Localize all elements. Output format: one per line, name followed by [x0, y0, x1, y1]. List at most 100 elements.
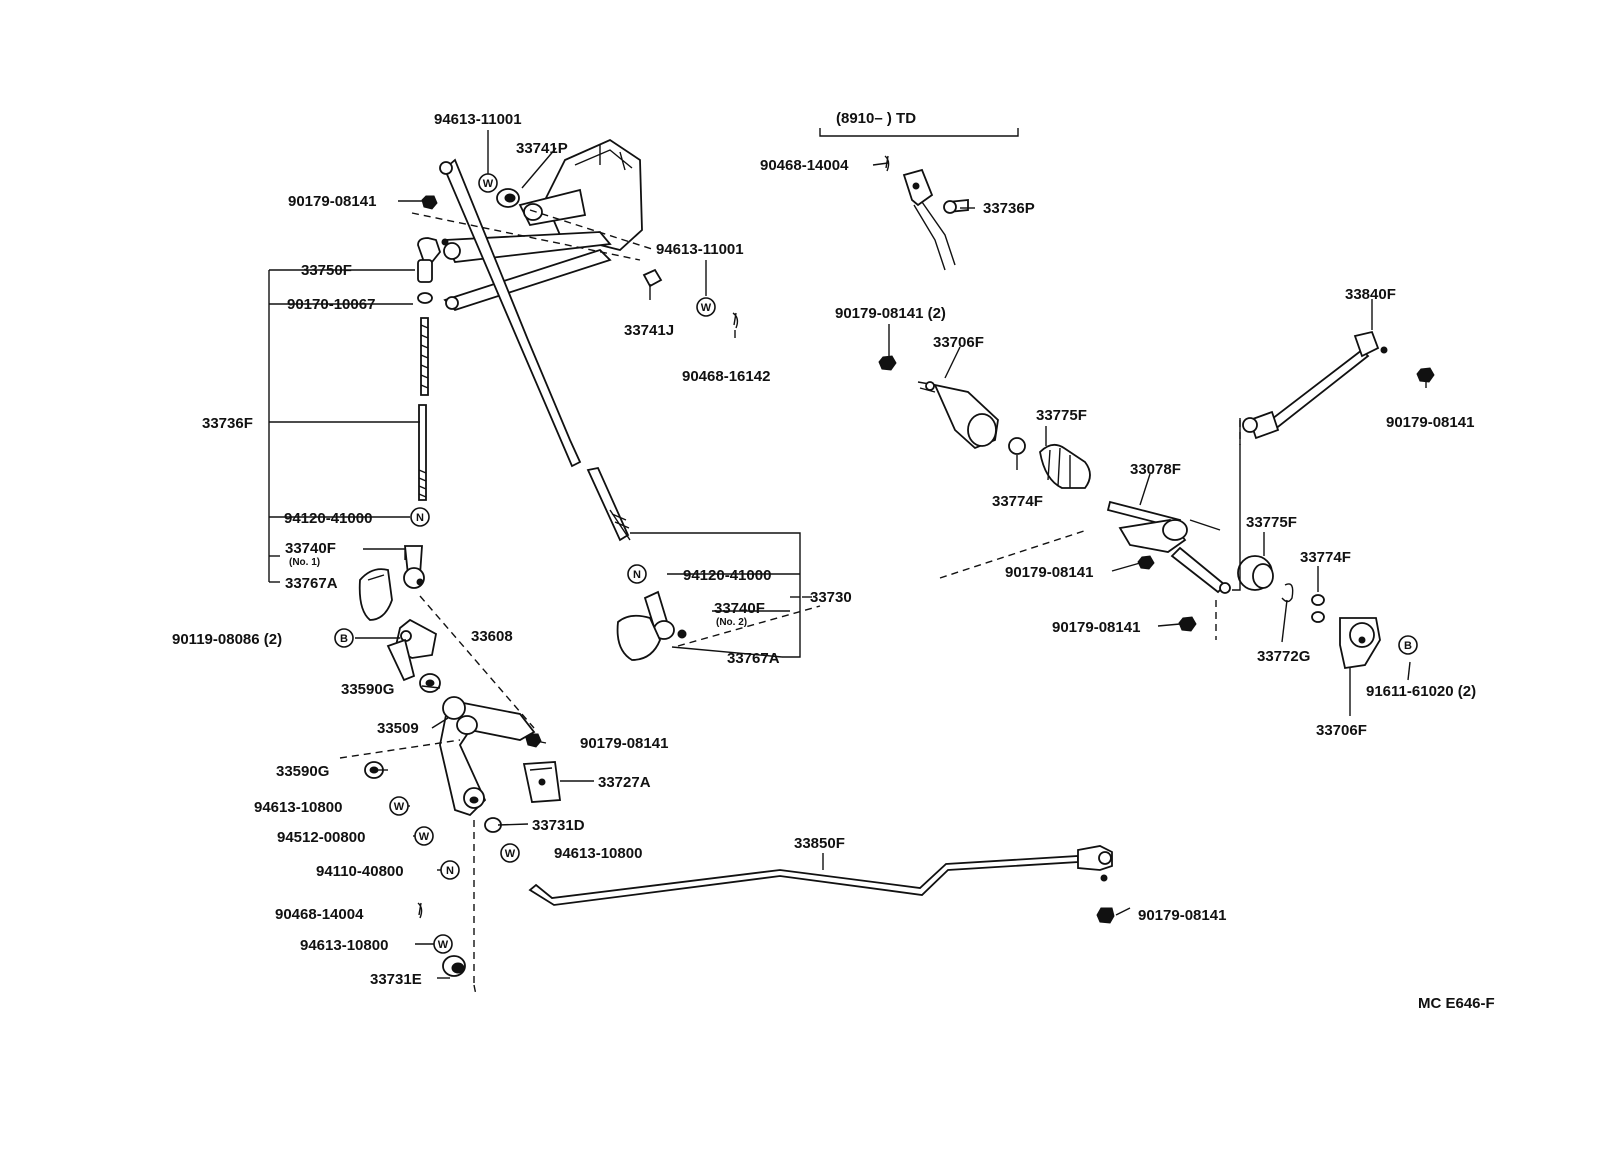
svg-text:N: N: [446, 865, 454, 877]
boot-33767A-b: [616, 614, 661, 661]
boot-33775F-a: [1039, 443, 1091, 489]
label-94613-10800-a: 94613-10800: [254, 799, 342, 816]
bushing-33731E: [442, 955, 466, 977]
label-33736F: 33736F: [202, 415, 253, 432]
label-90468-16142: 90468-16142: [682, 368, 770, 385]
label-33608: 33608: [471, 628, 513, 645]
label-90179-08141-c: 90179-08141 (2): [835, 305, 946, 322]
svg-text:N: N: [416, 512, 424, 524]
label-94120-41000-b: 94120-41000: [683, 567, 771, 584]
washer-symbol-c: W: [389, 796, 409, 816]
label-33850F: 33850F: [794, 835, 845, 852]
bushing-33741J: [642, 268, 663, 288]
label-33741J: 33741J: [624, 322, 674, 339]
bracket-33727A: [522, 761, 562, 803]
bushing-33774F-a: [1008, 437, 1026, 455]
diagram-code: MC E646-F: [1418, 995, 1495, 1012]
washer-symbol-f: W: [433, 934, 453, 954]
ball-joint-33740F-no2: [643, 590, 687, 640]
label-90179-08141-b: 90179-08141: [580, 735, 668, 752]
cotter-pin-90468-16142: [732, 312, 739, 329]
label-90468-14004-a: 90468-14004: [275, 906, 364, 923]
shift-rod: [439, 158, 631, 542]
rod-33850F: [528, 845, 1113, 906]
lever-33608: [386, 618, 438, 682]
label-33774F-b: 33774F: [1300, 549, 1351, 566]
label-33509: 33509: [377, 720, 419, 737]
label-33590G-b: 33590G: [276, 763, 329, 780]
label-33736P: 33736P: [983, 200, 1035, 217]
label-33731E: 33731E: [370, 971, 422, 988]
svg-text:W: W: [438, 939, 449, 951]
bracket-33706F-a: [917, 381, 999, 450]
ball-joint-33750F: [417, 237, 449, 283]
bracket-33706F-b: [1339, 617, 1381, 670]
label-range-note: (8910– ) TD: [836, 110, 916, 127]
bolt-symbol-a: B: [334, 628, 354, 648]
svg-text:B: B: [1404, 640, 1412, 652]
bushing-33774F-b: [1311, 594, 1325, 623]
nut-90179-08141-c: [878, 355, 897, 371]
label-no1: (No. 1): [289, 557, 320, 568]
nut-90179-08141-d: [1137, 555, 1155, 570]
svg-text:N: N: [633, 569, 641, 581]
nut-90179-08141-upper: [421, 195, 438, 210]
label-33740F-no1: 33740F: [285, 540, 336, 557]
label-94613-10800-c: 94613-10800: [300, 937, 388, 954]
label-33706F-b: 33706F: [1316, 722, 1367, 739]
dashed-guide-lines: [339, 209, 1241, 996]
label-94613-11001-a: 94613-11001: [434, 111, 522, 128]
label-33774F-a: 33774F: [992, 493, 1043, 510]
label-33750F: 33750F: [301, 262, 352, 279]
label-90179-08141-d: 90179-08141: [1005, 564, 1093, 581]
label-33775F-a: 33775F: [1036, 407, 1087, 424]
label-94512-00800: 94512-00800: [277, 829, 365, 846]
lever-33509: [439, 696, 536, 817]
svg-text:W: W: [394, 801, 405, 813]
part-labels: 94613-11001 33741P 90179-08141 94613-110…: [172, 110, 1495, 1012]
label-90179-08141-f: 90179-08141: [1386, 414, 1474, 431]
label-33731D: 33731D: [532, 817, 585, 834]
nut-symbol-c: N: [627, 564, 647, 584]
label-94613-11001-b: 94613-11001: [656, 241, 744, 258]
label-90119-08086: 90119-08086 (2): [172, 631, 282, 648]
label-33590G-a: 33590G: [341, 681, 394, 698]
label-90179-08141-e: 90179-08141: [1052, 619, 1140, 636]
td-lever: [902, 168, 956, 271]
svg-text:B: B: [340, 633, 348, 645]
label-33727A: 33727A: [598, 774, 651, 791]
nut-90170-10067: [417, 292, 433, 304]
bushing-33590G-a: [419, 673, 441, 693]
nut-symbol-a: N: [410, 507, 430, 527]
label-33772G: 33772G: [1257, 648, 1310, 665]
nut-90179-08141-g: [1096, 907, 1115, 924]
label-33741P: 33741P: [516, 140, 568, 157]
label-91611-61020: 91611-61020 (2): [1366, 683, 1476, 700]
label-33706F-a: 33706F: [933, 334, 984, 351]
cotter-pin-90468-14004-b: [884, 155, 890, 172]
label-90179-08141-g: 90179-08141: [1138, 907, 1226, 924]
label-33775F-b: 33775F: [1246, 514, 1297, 531]
label-94613-10800-b: 94613-10800: [554, 845, 642, 862]
svg-text:W: W: [505, 848, 516, 860]
label-33730: 33730: [810, 589, 852, 606]
nut-90179-08141-f: [1416, 367, 1435, 383]
boot-33767A-a: [358, 568, 393, 621]
label-94110-40800: 94110-40800: [316, 863, 404, 880]
svg-text:W: W: [701, 302, 712, 314]
threaded-rod-33736F: [418, 317, 429, 501]
washer-symbol-a: W: [478, 173, 498, 193]
label-94120-41000-a: 94120-41000: [284, 510, 372, 527]
label-90179-08141-a: 90179-08141: [288, 193, 376, 210]
rod-33840F: [1242, 330, 1388, 440]
washer-symbol-b: W: [696, 297, 716, 317]
leader-lines: [268, 128, 1427, 979]
bushing-33741P: [496, 188, 543, 221]
label-90468-14004-b: 90468-14004: [760, 157, 849, 174]
nut-90179-08141-mid: [525, 733, 542, 748]
svg-text:W: W: [419, 831, 430, 843]
nut-symbol-b: N: [440, 860, 460, 880]
label-no2: (No. 2): [716, 617, 747, 628]
